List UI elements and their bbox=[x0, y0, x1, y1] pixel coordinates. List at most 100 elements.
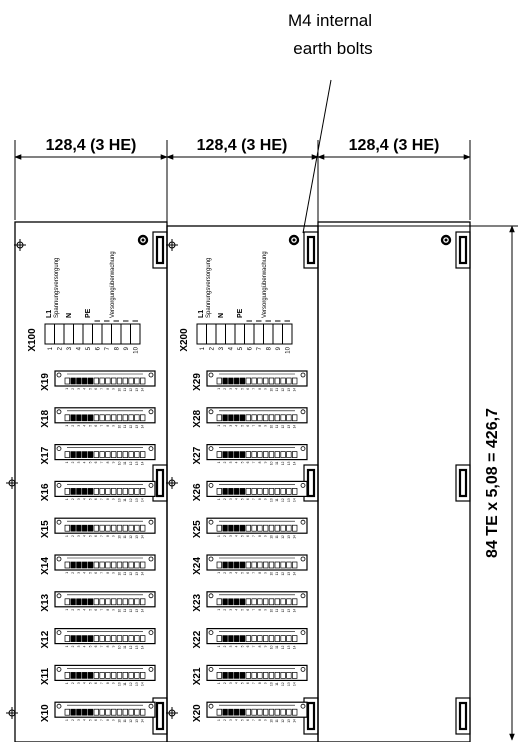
connector-pin-number: 3 bbox=[229, 498, 233, 500]
connector-screw-icon bbox=[300, 667, 306, 672]
connector-pin-number: 11 bbox=[275, 425, 279, 429]
connector-pin-number: 11 bbox=[123, 461, 127, 465]
connector-pin bbox=[99, 488, 105, 495]
connector-pin-number: 3 bbox=[77, 609, 81, 611]
connector-pin bbox=[274, 672, 280, 679]
connector-pin bbox=[128, 635, 134, 642]
connector-pin-number: 8 bbox=[258, 609, 262, 611]
connector-label: X19 bbox=[40, 373, 51, 391]
terminal-pin-number: 2 bbox=[58, 346, 64, 350]
terminal-block-label: X100 bbox=[27, 328, 38, 352]
connector-pin-number: 9 bbox=[264, 498, 268, 500]
connector-pin bbox=[222, 672, 228, 679]
connector-pin bbox=[93, 488, 99, 495]
connector-screw-icon bbox=[148, 482, 154, 488]
connector-screw-icon bbox=[208, 446, 214, 452]
terminal-block-label: X200 bbox=[179, 328, 190, 352]
connector-pin-number: 7 bbox=[252, 461, 256, 463]
connector-pin-number: 7 bbox=[252, 388, 256, 390]
terminal-pin bbox=[44, 323, 55, 345]
connector-pin bbox=[251, 451, 257, 458]
connector-pin bbox=[263, 672, 269, 679]
connector-pin-number: 8 bbox=[106, 682, 110, 684]
connector-pin bbox=[111, 672, 117, 679]
connector-pin bbox=[292, 451, 298, 458]
connector-pin bbox=[222, 451, 228, 458]
connector-pin bbox=[280, 414, 286, 422]
connector-pin-number: 13 bbox=[287, 719, 291, 723]
terminal-pin-number: 2 bbox=[210, 346, 216, 350]
connector-screw-icon bbox=[300, 519, 306, 525]
connector-pin-number: 12 bbox=[129, 498, 133, 502]
connector-pin bbox=[251, 414, 257, 422]
mount-cross-icon bbox=[6, 477, 18, 489]
connector-label: X26 bbox=[192, 483, 203, 501]
connector-pin bbox=[251, 377, 257, 385]
terminal-pin-number: 6 bbox=[248, 346, 254, 350]
connector-pin bbox=[251, 561, 257, 569]
connector-pin-number: 14 bbox=[293, 498, 297, 502]
connector-pin bbox=[228, 561, 234, 569]
connector-pin-number: 7 bbox=[252, 609, 256, 611]
connector-pin-number: 12 bbox=[129, 682, 133, 686]
connector-pin bbox=[274, 561, 280, 569]
connector-pin bbox=[64, 377, 70, 385]
connector-pin-number: 5 bbox=[240, 535, 244, 537]
supply-label: Spannungsversorgung bbox=[206, 258, 212, 318]
connector-pin-number: 11 bbox=[275, 461, 279, 465]
connector-pin-number: 14 bbox=[293, 719, 297, 723]
connector-pin bbox=[216, 524, 222, 532]
connector-pin-number: 8 bbox=[106, 719, 110, 721]
connector-pin-number: 9 bbox=[264, 719, 268, 721]
connector-pin bbox=[239, 708, 246, 716]
terminal-pin-number: 10 bbox=[134, 346, 140, 353]
connector-pin-number: 7 bbox=[100, 682, 104, 684]
connector-pin bbox=[82, 708, 88, 716]
connector-pin-number: 7 bbox=[252, 645, 256, 647]
connector-pin bbox=[87, 672, 94, 679]
connector-pin-number: 7 bbox=[100, 498, 104, 500]
connector-pin bbox=[64, 451, 70, 458]
connector-pin-number: 7 bbox=[252, 425, 256, 427]
connector-screw-icon bbox=[300, 446, 306, 452]
connector-pin-number: 1 bbox=[65, 498, 69, 500]
connector-pin-number: 1 bbox=[217, 572, 221, 574]
connector-pin bbox=[245, 708, 251, 716]
connector-pin-number: 3 bbox=[229, 461, 233, 463]
connector-pin-number: 1 bbox=[65, 682, 69, 684]
connector-pin bbox=[234, 524, 240, 532]
connector-pin bbox=[292, 635, 298, 642]
connector-pin bbox=[82, 377, 88, 385]
connector-pin bbox=[228, 488, 234, 495]
dim-label-col1: 128,4 (3 HE) bbox=[46, 137, 137, 154]
connector-pin bbox=[93, 524, 99, 532]
connector-pin-number: 10 bbox=[269, 388, 273, 392]
connector-pin bbox=[280, 561, 286, 569]
hinge-rack3-bottom bbox=[455, 697, 471, 735]
connector-pin-number: 14 bbox=[293, 535, 297, 539]
connector-pin-number: 4 bbox=[235, 719, 239, 721]
connector-pin-number: 3 bbox=[229, 682, 233, 684]
connector-pin bbox=[128, 672, 134, 679]
terminal-pin-number: 3 bbox=[219, 346, 225, 350]
connector-pin-number: 12 bbox=[281, 498, 285, 502]
monitor-label: Versorgungüberwachung bbox=[110, 251, 116, 318]
connector-pin bbox=[216, 708, 222, 716]
connector-pin-number: 13 bbox=[135, 388, 139, 392]
connector-pin-number: 8 bbox=[258, 498, 262, 500]
connector-pin-number: 4 bbox=[235, 535, 239, 537]
connector-pin-number: 12 bbox=[281, 461, 285, 465]
connector-pin bbox=[64, 524, 70, 532]
connector-screw-icon bbox=[56, 482, 62, 488]
terminal-pin bbox=[130, 323, 141, 345]
connector-pin bbox=[128, 598, 134, 606]
connector-pin-number: 2 bbox=[71, 572, 75, 574]
connector-pin-number: 10 bbox=[117, 719, 121, 723]
